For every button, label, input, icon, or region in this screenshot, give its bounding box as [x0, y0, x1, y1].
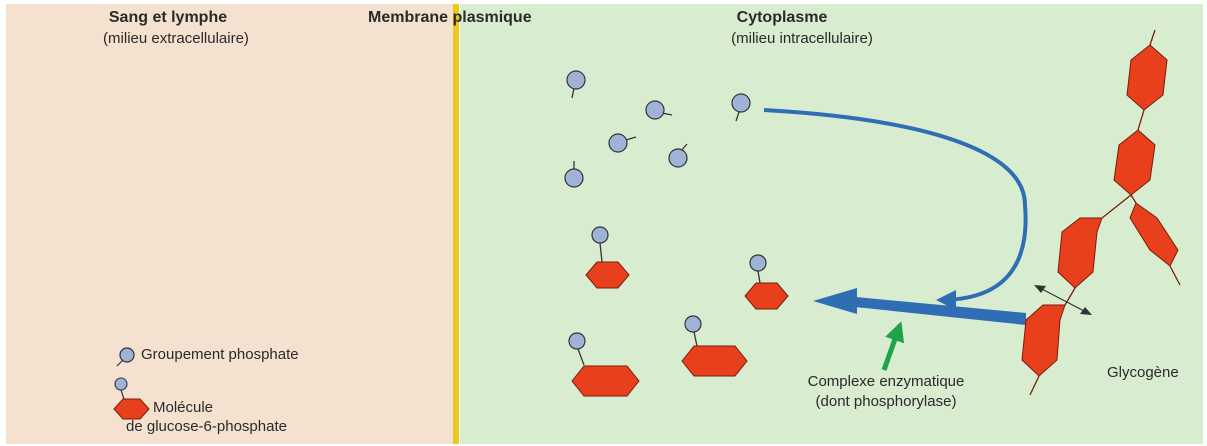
enzyme-pointer-arrow — [884, 325, 900, 370]
extracellular-title: Sang et lymphe — [103, 9, 233, 27]
enzyme-complex-label-line2: (dont phosphorylase) — [786, 393, 986, 410]
glucose-release-arrow — [813, 288, 1026, 325]
glucose-6-phosphate-molecule — [682, 316, 747, 376]
membrane-title: Membrane plasmique — [368, 9, 532, 27]
glucose-6-phosphate-molecule — [745, 255, 788, 309]
extracellular-subtitle: (milieu extracellulaire) — [76, 30, 276, 47]
glycogen-label: Glycogène — [1107, 364, 1179, 381]
legend-molecule-symbol — [114, 378, 149, 419]
glycogen-chain — [1022, 30, 1180, 395]
free-phosphate-group — [567, 71, 585, 98]
phosphate-incorporation-arrow — [764, 110, 1026, 300]
legend-molecule-label-line1: Molécule — [153, 399, 213, 416]
legend-phosphate-symbol — [117, 348, 134, 366]
glucose-6-phosphate-molecule — [569, 333, 639, 396]
free-phosphate-group — [565, 161, 583, 187]
free-phosphate-group — [609, 134, 636, 152]
free-phosphate-group — [732, 94, 750, 121]
cytoplasm-title: Cytoplasme — [722, 9, 842, 27]
legend-molecule-label-line2: de glucose-6-phosphate — [126, 418, 287, 435]
enzyme-complex-label-line1: Complexe enzymatique — [786, 373, 986, 390]
glucose-6-phosphate-molecule — [586, 227, 629, 288]
legend-phosphate-label: Groupement phosphate — [141, 346, 299, 363]
cytoplasm-subtitle: (milieu intracellulaire) — [712, 30, 892, 47]
free-phosphate-group — [669, 144, 687, 167]
free-phosphate-group — [646, 101, 672, 119]
